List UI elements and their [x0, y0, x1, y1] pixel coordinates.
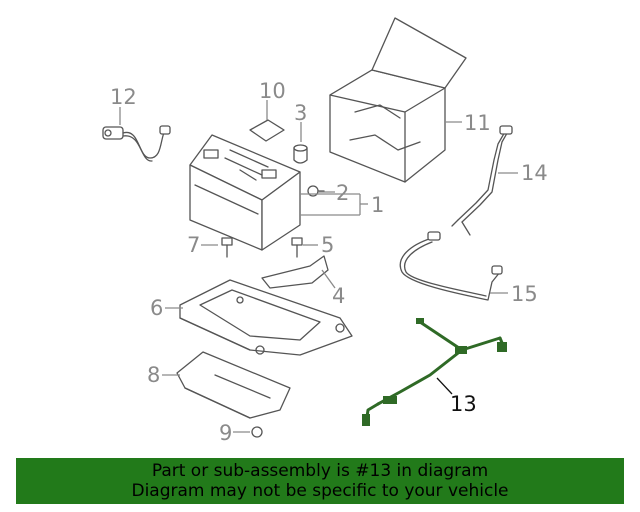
part-14-cable [451, 125, 513, 236]
callout-10: 10 [259, 79, 286, 103]
callout-labels: 1 2 3 4 5 6 7 8 9 10 11 12 13 14 15 [110, 79, 548, 445]
notice-line-1: Part or sub-assembly is #13 in diagram [151, 461, 489, 481]
callout-9: 9 [219, 421, 232, 445]
part-8-panel [176, 351, 291, 419]
part-5-bolt [291, 237, 303, 258]
callout-11: 11 [464, 111, 491, 135]
part-10-label [249, 119, 285, 142]
part-6-tray [179, 279, 353, 356]
callout-3: 3 [294, 101, 307, 125]
part-13-connectors [362, 318, 507, 426]
callout-14: 14 [521, 161, 548, 185]
part-7-bolt [221, 237, 233, 258]
notice-line-2: Diagram may not be specific to your vehi… [131, 481, 509, 501]
part-4-bracket [261, 255, 329, 289]
callout-4: 4 [332, 284, 345, 308]
callout-7: 7 [187, 233, 200, 257]
part-12-sensor [102, 125, 171, 162]
part-1-battery [189, 134, 301, 251]
callout-5: 5 [321, 233, 334, 257]
callout-2: 2 [336, 181, 349, 205]
callout-12: 12 [110, 85, 137, 109]
callout-1: 1 [371, 193, 384, 217]
parts-diagram: 1 2 3 4 5 6 7 8 9 10 11 12 13 14 15 [102, 17, 548, 445]
callout-15: 15 [511, 282, 538, 306]
part-3-cap [293, 144, 308, 164]
part-11-battery-cover [329, 17, 467, 183]
callout-6: 6 [150, 296, 163, 320]
part-13-harness [364, 320, 507, 426]
notice-banner: Part or sub-assembly is #13 in diagram D… [16, 458, 624, 504]
leader-lines [119, 100, 518, 433]
callout-8: 8 [147, 363, 160, 387]
part-15-cable [399, 231, 503, 301]
part-9-washer [251, 426, 263, 438]
callout-13: 13 [450, 392, 477, 416]
